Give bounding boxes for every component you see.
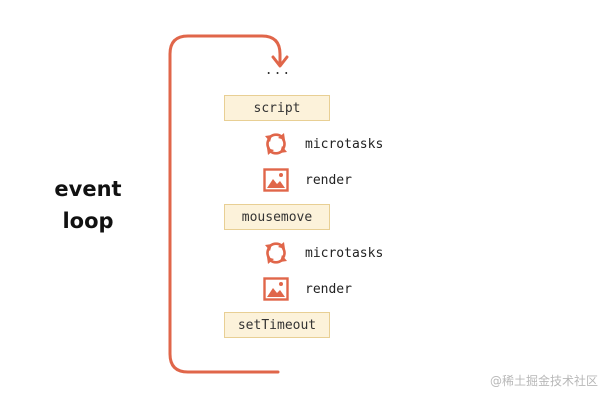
diagram-title-line-1: event — [54, 177, 122, 201]
task-settimeout: setTimeout — [224, 312, 330, 338]
render-label: render — [305, 172, 352, 188]
diagram-title-line-2: loop — [62, 209, 114, 233]
microtasks-label: microtasks — [305, 245, 384, 261]
task-label: mousemove — [241, 209, 313, 225]
task-mousemove: mousemove — [224, 204, 330, 230]
watermark: @稀土掘金技术社区 — [489, 374, 598, 388]
render-row: render — [262, 275, 352, 303]
task-label: script — [253, 100, 301, 116]
render-row: render — [262, 166, 352, 194]
task-label: setTimeout — [237, 317, 317, 333]
image-icon — [263, 277, 289, 301]
cycle-arrows-icon — [265, 242, 287, 264]
cycle-arrows-icon — [265, 133, 287, 155]
microtasks-label: microtasks — [305, 136, 384, 152]
microtasks-row: microtasks — [262, 239, 383, 267]
image-icon — [263, 168, 289, 192]
microtasks-row: microtasks — [262, 130, 383, 158]
render-label: render — [305, 281, 352, 297]
task-script: script — [224, 95, 330, 121]
ellipsis: ... — [264, 63, 292, 78]
